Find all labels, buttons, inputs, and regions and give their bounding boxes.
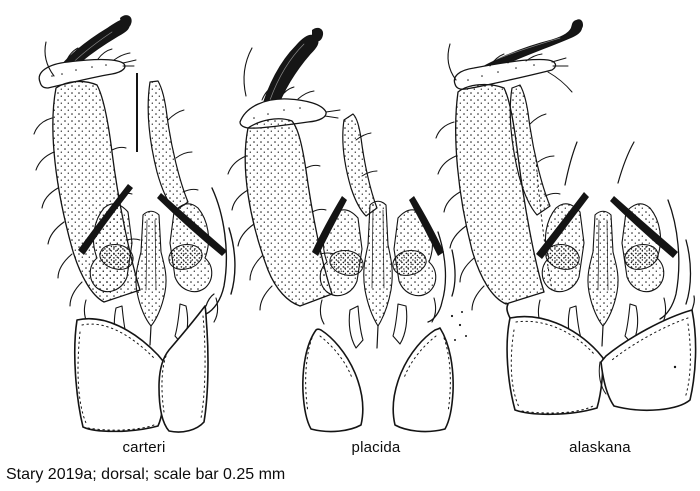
placida-basal-plates (302, 327, 454, 433)
placida-aedeagal-complex (312, 196, 444, 349)
alaskana-inner-lobe (509, 84, 561, 216)
alaskana-aedeagal-complex (536, 141, 678, 347)
carteri-spine-right (157, 193, 227, 256)
placida-stray-dots (450, 311, 467, 341)
alaskana-hair (447, 43, 457, 81)
placida-spine-right (409, 196, 444, 256)
placida-spine-left (312, 196, 347, 256)
alaskana-basal-plates (506, 295, 697, 416)
figure-caption: Stary 2019a; dorsal; scale bar 0.25 mm (6, 466, 286, 483)
carteri-aedeagal-complex (78, 184, 227, 347)
species-label-placida: placida (351, 439, 401, 456)
carteri-hook-lines (205, 187, 236, 315)
placida-hook-lines (427, 231, 456, 323)
illustration-alaskana (435, 19, 697, 416)
carteri-basal-segment (38, 47, 137, 89)
placida-claw (261, 27, 324, 113)
placida-gonocoxite (227, 118, 335, 311)
species-label-alaskana: alaskana (569, 439, 631, 456)
alaskana-gonocoxite (435, 83, 553, 311)
illustration-carteri (33, 15, 236, 433)
carteri-hair (44, 41, 55, 77)
carteri-spine-left (78, 184, 133, 255)
illustration-placida (227, 27, 467, 433)
placida-hair (243, 47, 253, 97)
carteri-inner-lobe (147, 80, 199, 212)
carteri-basal-plates (73, 293, 215, 433)
placida-inner-lobe (342, 113, 378, 217)
species-label-carteri: carteri (122, 439, 166, 456)
alaskana-spine-left (536, 192, 589, 259)
alaskana-spine-right (610, 196, 678, 258)
illustration-panel (33, 15, 697, 433)
